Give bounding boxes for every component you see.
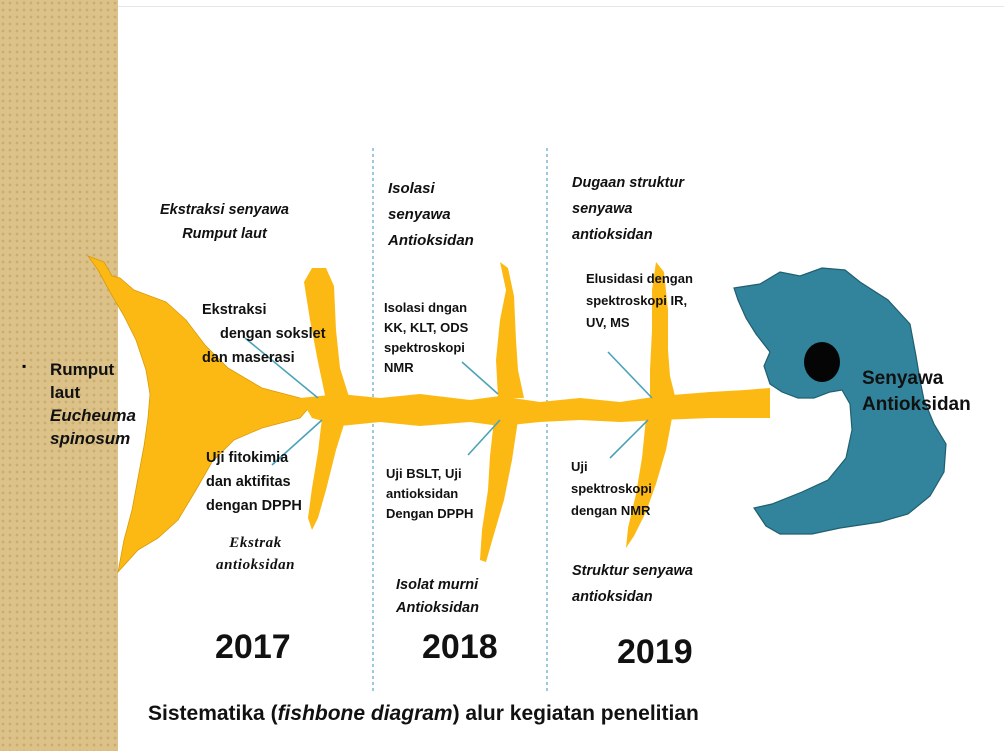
heading-line: Rumput laut (160, 222, 289, 246)
activity-line: Uji fitokimia (206, 446, 302, 470)
activity-2018-lower: Uji BSLT, Uji antioksidan Dengan DPPH (386, 464, 473, 524)
caption-part: ) alur kegiatan penelitian (453, 702, 699, 725)
activity-line: NMR (384, 358, 468, 378)
activity-line: spektroskopi (571, 478, 652, 500)
target-label-line: Antioksidan (862, 392, 971, 418)
target-label: Senyawa Antioksidan (862, 366, 971, 418)
activity-line: antioksidan (386, 484, 473, 504)
heading-line: antioksidan (572, 222, 684, 248)
activity-line: Uji (571, 456, 652, 478)
activity-line: spektroskopi IR, (586, 290, 693, 312)
year-2017: 2017 (215, 628, 291, 667)
source-label-line: laut (50, 381, 136, 404)
rib-2018-lower (480, 420, 518, 562)
bullet-icon: ▪ (22, 359, 26, 373)
activity-line: Elusidasi dengan (586, 268, 693, 290)
heading-line: senyawa (572, 196, 684, 222)
source-label: Rumput laut Eucheuma spinosum (50, 358, 136, 450)
output-line: Struktur senyawa (572, 558, 693, 584)
caption-italic-part: fishbone diagram (278, 702, 453, 725)
activity-line: spektroskopi (384, 338, 468, 358)
year-2019: 2019 (617, 633, 693, 672)
activity-2019-upper: Elusidasi dengan spektroskopi IR, UV, MS (586, 268, 693, 334)
heading-line: senyawa (388, 202, 474, 228)
activity-2017-upper: Ekstraksi dengan sokslet dan maserasi (202, 298, 326, 370)
activity-line: Dengan DPPH (386, 504, 473, 524)
output-line: antioksidan (572, 584, 693, 610)
year-2018: 2018 (422, 628, 498, 667)
rib-2017-lower (308, 418, 346, 530)
output-2019: Struktur senyawa antioksidan (572, 558, 693, 610)
figure-caption: Sistematika (fishbone diagram) alur kegi… (148, 702, 699, 726)
source-label-line: Eucheuma (50, 404, 136, 427)
activity-line: dengan DPPH (206, 494, 302, 518)
activity-line: UV, MS (586, 312, 693, 334)
activity-line: dan maserasi (202, 346, 326, 370)
heading-2017: Ekstraksi senyawa Rumput laut (160, 198, 289, 246)
activity-line: Uji BSLT, Uji (386, 464, 473, 484)
output-line: Ekstrak (216, 532, 295, 554)
source-label-line: Rumput (50, 358, 136, 381)
heading-2019: Dugaan struktur senyawa antioksidan (572, 170, 684, 248)
heading-line: Dugaan struktur (572, 170, 684, 196)
activity-line: dengan NMR (571, 500, 652, 522)
heading-line: Ekstraksi senyawa (160, 198, 289, 222)
activity-line: dengan sokslet (202, 322, 326, 346)
activity-line: dan aktifitas (206, 470, 302, 494)
heading-line: Antioksidan (388, 228, 474, 254)
activity-line: Ekstraksi (202, 298, 326, 322)
output-2018: Isolat murni Antioksidan (396, 574, 479, 620)
activity-2018-upper: Isolasi dngan KK, KLT, ODS spektroskopi … (384, 298, 468, 378)
fish-spine (300, 388, 770, 426)
output-line: Antioksidan (396, 597, 479, 620)
heading-2018: Isolasi senyawa Antioksidan (388, 176, 474, 254)
output-line: Isolat murni (396, 574, 479, 597)
activity-line: KK, KLT, ODS (384, 318, 468, 338)
output-2017: Ekstrak antioksidan (216, 532, 295, 576)
activity-2017-lower: Uji fitokimia dan aktifitas dengan DPPH (206, 446, 302, 518)
fish-eye (804, 342, 840, 382)
rib-2018-upper (496, 262, 524, 398)
activity-line: Isolasi dngan (384, 298, 468, 318)
activity-2019-lower: Uji spektroskopi dengan NMR (571, 456, 652, 522)
heading-line: Isolasi (388, 176, 474, 202)
caption-part: Sistematika ( (148, 702, 278, 725)
target-label-line: Senyawa (862, 366, 971, 392)
output-line: antioksidan (216, 554, 295, 576)
source-label-line: spinosum (50, 427, 136, 450)
